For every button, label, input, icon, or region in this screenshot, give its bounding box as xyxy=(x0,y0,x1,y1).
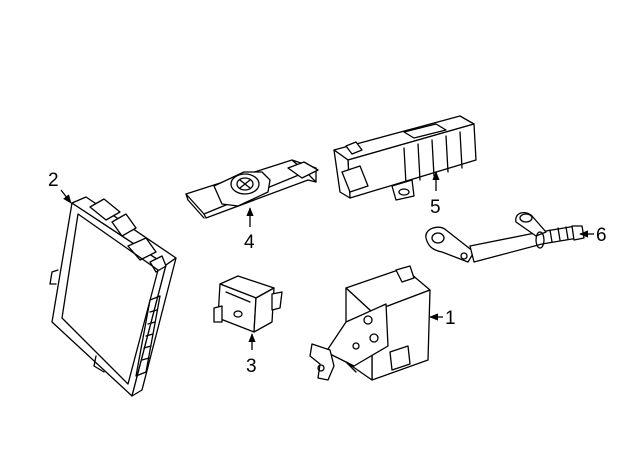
part-3-sensor-cube[interactable] xyxy=(213,275,283,333)
callout-6: 6 xyxy=(579,225,607,246)
part-4-sensor[interactable] xyxy=(185,159,319,219)
part-5-module-bracket[interactable] xyxy=(333,115,477,201)
callout-3: 3 xyxy=(246,333,257,377)
callout-label-3: 3 xyxy=(246,356,257,377)
callout-label-6: 6 xyxy=(596,225,607,246)
callout-label-2: 2 xyxy=(48,170,59,191)
callout-2: 2 xyxy=(48,170,72,204)
part-6-link-rod[interactable] xyxy=(425,211,585,263)
callout-label-4: 4 xyxy=(244,232,255,253)
callout-1: 1 xyxy=(429,308,456,329)
callout-label-5: 5 xyxy=(430,197,441,218)
leader-line-2 xyxy=(60,189,72,204)
callout-label-1: 1 xyxy=(445,308,456,329)
part-1-module-bracket[interactable] xyxy=(309,265,431,381)
callout-4: 4 xyxy=(244,207,255,253)
part-2-control-module[interactable] xyxy=(49,196,177,397)
callout-5: 5 xyxy=(430,171,441,218)
